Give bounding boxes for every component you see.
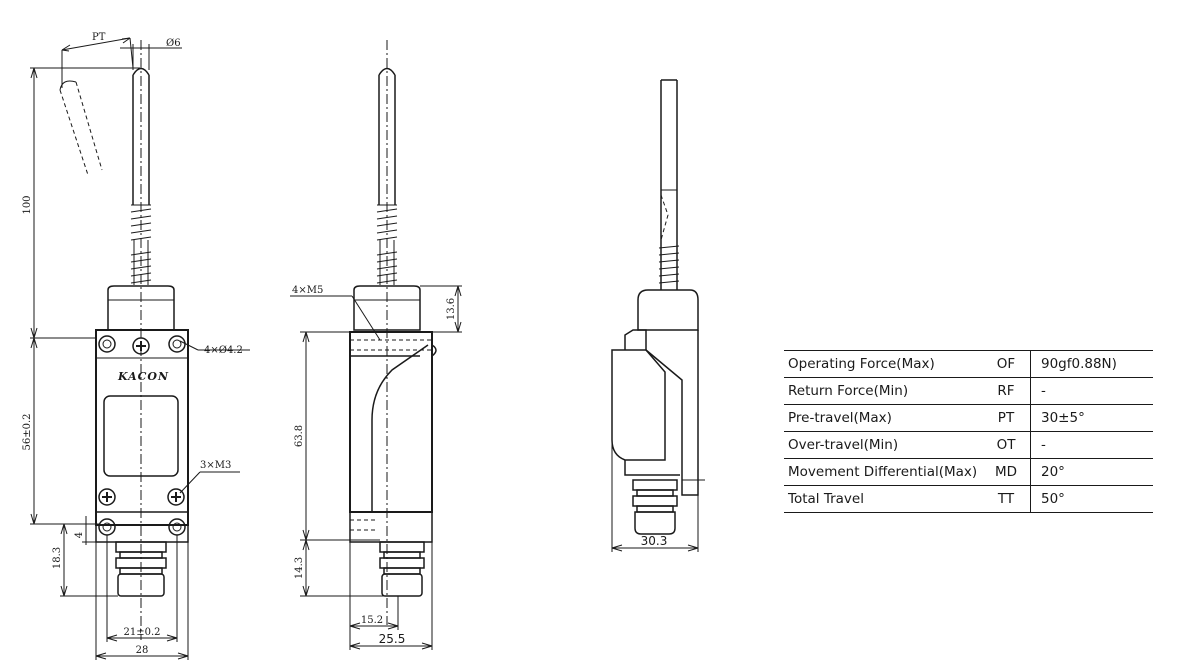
dim-back-width-label: 30.3 [641,534,668,548]
side-contour [371,344,429,512]
dim-pt-line [61,37,131,51]
front-body [95,329,189,526]
spec-abbr: OT [982,431,1031,459]
table-row: Operating Force(Max) OF 90gf0.88N) [784,350,1153,378]
front-boot [115,541,167,597]
dim-width-inner-label: 21±0.2 [123,627,160,638]
spec-name: Return Force(Min) [784,377,982,405]
spec-name: Pre-travel(Max) [784,404,982,432]
spec-abbr: MD [982,458,1031,486]
dim-screws-label: 3×M3 [200,460,231,471]
spec-name: Over-travel(Min) [784,431,982,459]
dim-screws-leader [179,471,201,494]
front-brand-logo: KACON [117,370,169,383]
spec-abbr: RF [982,377,1031,405]
back-rod [660,79,678,200]
front-window [103,395,179,477]
front-phantom-rod [59,81,103,176]
dim-height-label: 100 [22,195,33,214]
table-row: Pre-travel(Max) PT 30±5° [784,404,1153,432]
spec-abbr: OF [982,350,1031,378]
back-boot [632,479,678,535]
dim-4-label: 4 [74,532,85,538]
back-body-left [611,349,666,461]
side-base [349,511,433,543]
dim-body-label: 56±0.2 [22,413,33,450]
dim-offset-label: 15.2 [361,615,383,626]
spec-value: 20° [1030,458,1153,486]
dim-bottom-label: 18.3 [52,547,63,569]
spec-value: - [1030,377,1153,405]
dim-diameter-label: Ø6 [166,38,181,49]
back-view: 30.3 [611,79,705,552]
spec-value: 30±5° [1030,404,1153,432]
side-boot [379,541,425,597]
dim-holes-label: 4×Ø4.2 [204,345,243,356]
side-body [349,331,433,513]
dim-thread-label: 4×M5 [292,285,323,296]
spec-name: Movement Differential(Max) [784,458,982,486]
dim-body-side-label: 63.8 [294,425,305,447]
front-mount-holes [98,335,186,536]
spec-abbr: TT [982,485,1031,513]
front-spring [130,204,152,285]
spec-value: 90gf0.88N) [1030,350,1153,378]
front-rod [132,67,150,205]
dim-thread-leader [351,295,381,341]
front-cap [107,285,175,331]
dim-cap-label: 13.6 [446,298,457,320]
dim-bottom-side-label: 14.3 [294,557,305,579]
front-base [95,511,189,543]
spec-abbr: PT [982,404,1031,432]
table-row: Total Travel TT 50° [784,485,1153,513]
dim-depth-label: 25.5 [379,632,406,646]
side-spring [376,204,398,285]
spec-value: - [1030,431,1153,459]
dim-pt-label: PT [92,32,106,43]
spec-table: Operating Force(Max) OF 90gf0.88N) Retur… [784,350,1153,513]
dim-width-label: 28 [136,645,149,656]
table-row: Over-travel(Min) OT - [784,431,1153,459]
front-screws [98,337,185,506]
spec-name: Operating Force(Max) [784,350,982,378]
side-rod [378,67,396,205]
table-row: Return Force(Min) RF - [784,377,1153,405]
front-phantom-rod-tip [59,80,77,91]
table-row: Movement Differential(Max) MD 20° [784,458,1153,486]
dim-holes-leader [179,340,199,351]
spec-name: Total Travel [784,485,982,513]
spec-value: 50° [1030,485,1153,513]
front-view: KACON PT Ø6 100 [22,32,250,660]
back-body-right [645,330,699,496]
back-spring [658,245,680,284]
side-cap [353,285,421,331]
side-view: 4×M5 13.6 63.8 14.3 15.2 25.5 [290,40,462,650]
back-cap [637,289,699,331]
